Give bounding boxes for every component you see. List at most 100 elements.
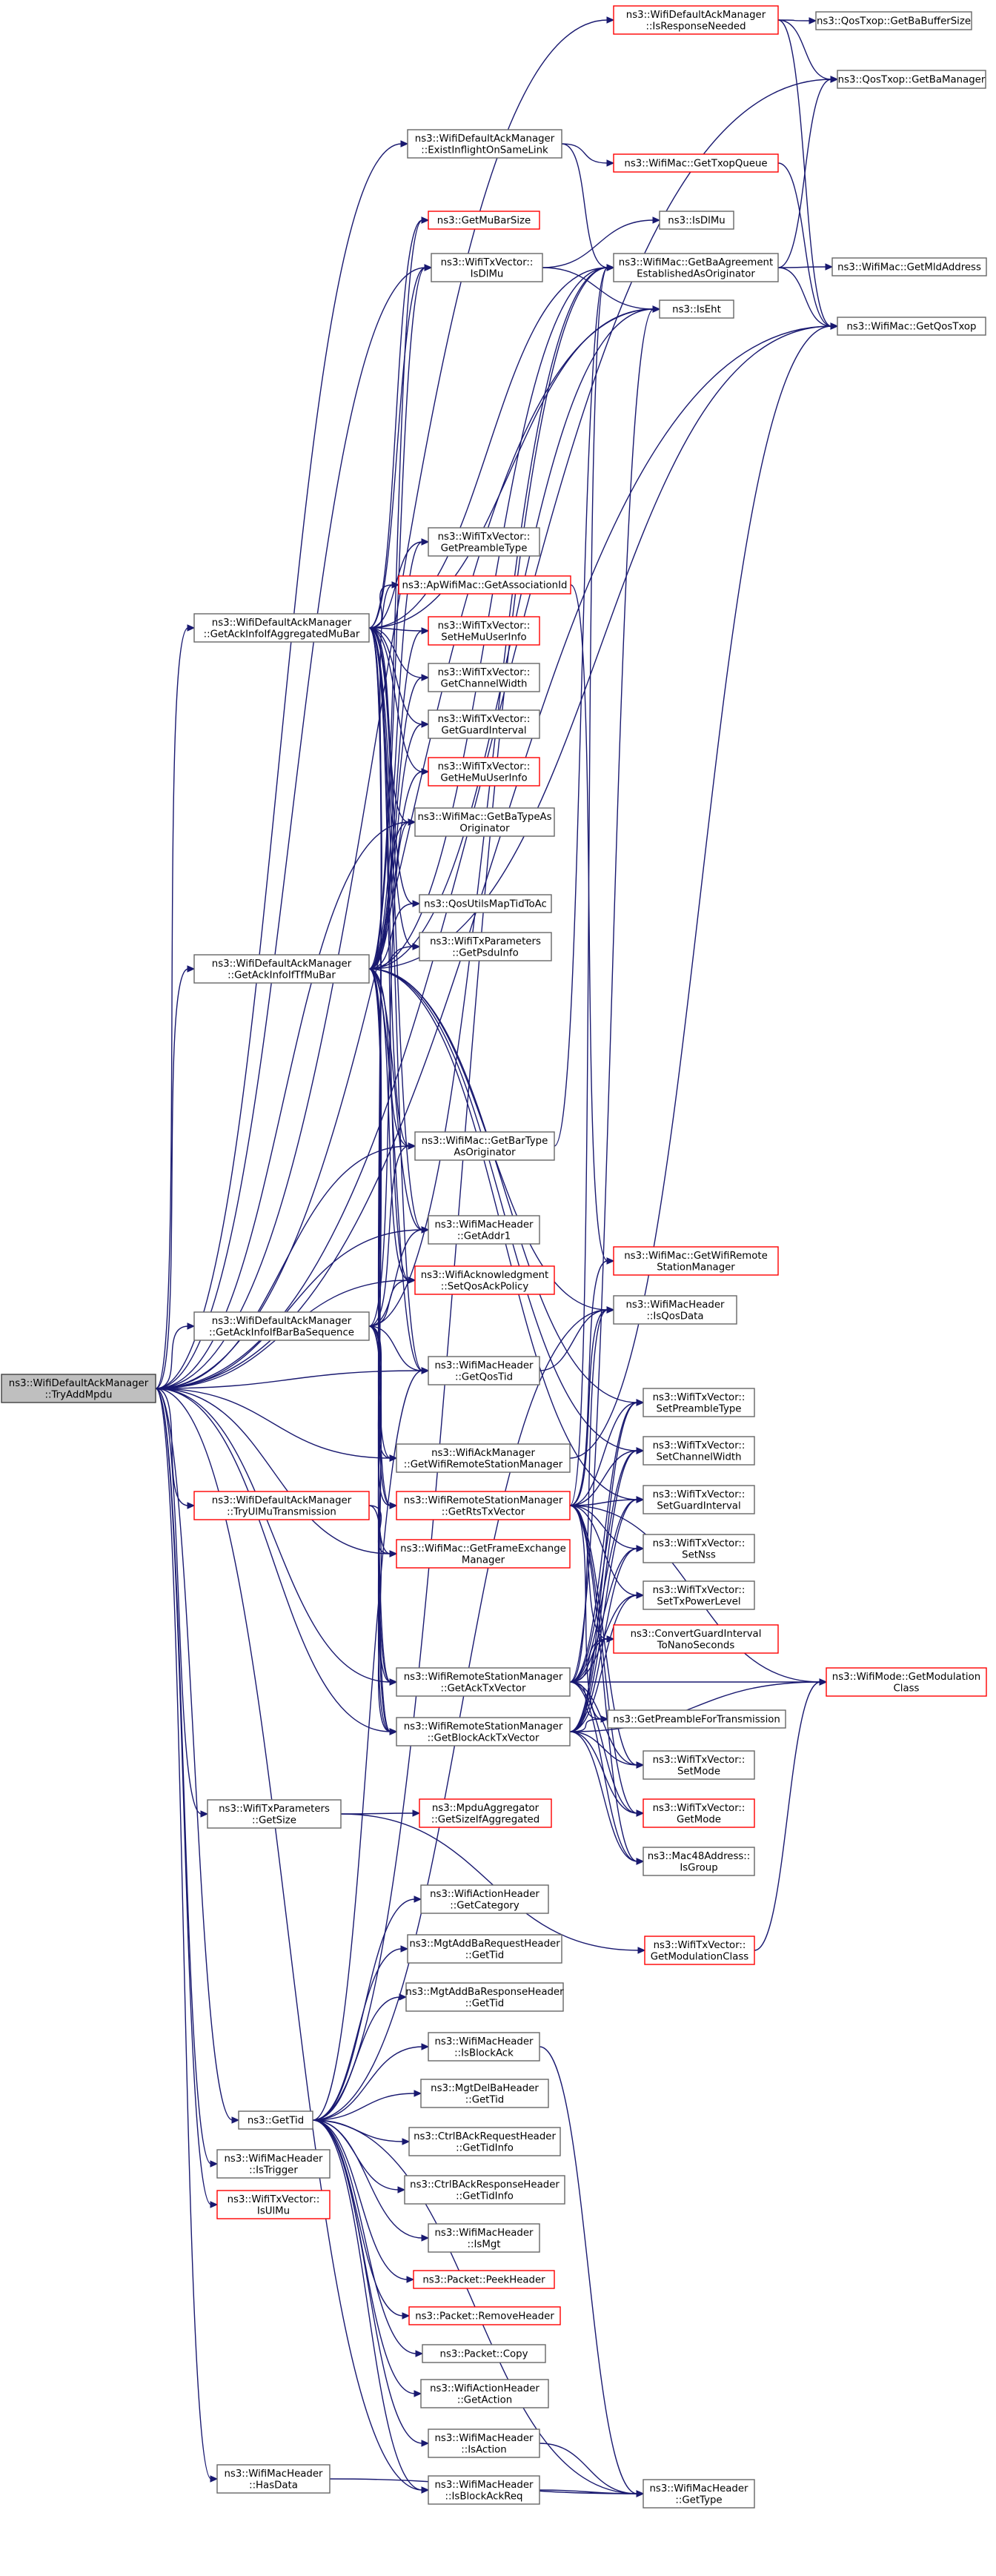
function-node-getMuBarSize[interactable]: ns3::GetMuBarSize [428,211,540,230]
function-node-isDlMuNs[interactable]: ns3::IsDlMu [659,211,734,230]
function-node-getGuardInterval[interactable]: ns3::WifiTxVector::GetGuardInterval [428,709,540,739]
function-node-getChannelWidth[interactable]: ns3::WifiTxVector::GetChannelWidth [428,663,540,692]
function-node-getMldAddress[interactable]: ns3::WifiMac::GetMldAddress [831,257,987,277]
function-node-getModulationClass[interactable]: ns3::WifiMode::GetModulationClass [826,1667,987,1697]
function-node-ackMgrGetWrsm[interactable]: ns3::WifiAckManager::GetWifiRemoteStatio… [396,1443,571,1473]
function-node-getRtsTxVector[interactable]: ns3::WifiRemoteStationManager::GetRtsTxV… [396,1491,571,1520]
call-edge [312,2043,430,2121]
function-node-removeHeader[interactable]: ns3::Packet::RemoveHeader [408,2306,561,2325]
function-node-label: ::GetRtsTxVector [442,1506,525,1517]
function-node-isEht[interactable]: ns3::IsEht [659,299,734,319]
function-node-getAction[interactable]: ns3::WifiActionHeader::GetAction [420,2379,549,2408]
call-edge [312,1306,615,2121]
function-node-label: ::GetAckInfoIfAggregatedMuBar [204,629,360,640]
call-edge [368,1505,398,1735]
function-node-label: ns3::CtrlBAckRequestHeader [414,2131,556,2142]
call-edge [312,2119,430,2242]
function-node-isGroup[interactable]: ns3::Mac48Address::IsGroup [643,1847,755,1876]
function-node-existInflight[interactable]: ns3::WifiDefaultAckManager::ExistInfligh… [407,129,562,159]
function-node-label: Originator [459,823,510,834]
function-node-ackInfoTfMuBar[interactable]: ns3::WifiDefaultAckManager::GetAckInfoIf… [193,954,370,984]
function-node-txParamsGetSize[interactable]: ns3::WifiTxParameters::GetSize [207,1799,342,1829]
function-node-setGuardInterval[interactable]: ns3::WifiTxVector::SetGuardInterval [643,1485,755,1514]
function-node-qosUtilsMap[interactable]: ns3::QosUtilsMapTidToAc [419,894,552,913]
function-node-setMode[interactable]: ns3::WifiTxVector::SetMode [643,1750,755,1780]
function-node-qosGetBaManager[interactable]: ns3::QosTxop::GetBaManager [837,70,986,89]
function-node-getPreambleForTx[interactable]: ns3::GetPreambleForTransmission [607,1709,786,1729]
function-node-getType[interactable]: ns3::WifiMacHeader::GetType [643,2479,755,2509]
call-edge [777,263,834,271]
call-edge [312,1945,409,2121]
function-node-label: ns3::WifiTxVector:: [438,761,531,772]
function-node-getMode[interactable]: ns3::WifiTxVector::GetMode [643,1798,755,1828]
function-node-ctrlBarGetTidInfo[interactable]: ns3::CtrlBAckRequestHeader::GetTidInfo [408,2127,561,2156]
function-node-isQosData[interactable]: ns3::WifiMacHeader::IsQosData [613,1295,737,1325]
function-node-label: ns3::QosTxop::GetBaBufferSize [817,16,971,27]
function-node-addBaRespGetTid[interactable]: ns3::MgtAddBaResponseHeader::GetTid [405,1982,564,2012]
function-node-setHeMuUserInfo[interactable]: ns3::WifiTxVector::SetHeMuUserInfo [428,616,540,646]
function-node-ackInfoBarBa[interactable]: ns3::WifiDefaultAckManager::GetAckInfoIf… [193,1311,370,1341]
function-node-packetCopy[interactable]: ns3::Packet::Copy [422,2344,546,2363]
function-node-getQosTxop[interactable]: ns3::WifiMac::GetQosTxop [837,317,986,336]
function-node-label: SetGuardInterval [657,1500,740,1512]
function-node-getHeMuUserInfo[interactable]: ns3::WifiTxVector::GetHeMuUserInfo [428,757,540,787]
function-node-getPreambleType[interactable]: ns3::WifiTxVector::GetPreambleType [428,527,540,557]
function-node-ctrlBaRespGetTidInfo[interactable]: ns3::CtrlBAckResponseHeader::GetTidInfo [404,2175,565,2205]
function-node-isAction[interactable]: ns3::WifiMacHeader::IsAction [428,2428,540,2458]
function-node-addBaReqGetTid[interactable]: ns3::MgtAddBaRequestHeader::GetTid [407,1934,562,1964]
function-node-isMgt[interactable]: ns3::WifiMacHeader::IsMgt [428,2223,540,2253]
function-node-setPreambleType[interactable]: ns3::WifiTxVector::SetPreambleType [643,1388,755,1417]
function-node-label: ns3::WifiMacHeader [625,1299,725,1311]
function-node-hasData[interactable]: ns3::WifiMacHeader::HasData [216,2464,331,2494]
function-node-label: StationManager [657,1262,735,1273]
function-node-txvIsDlMu[interactable]: ns3::WifiTxVector::IsDlMu [431,253,543,282]
function-node-getAckTxVector[interactable]: ns3::WifiRemoteStationManager::GetAckTxV… [396,1667,571,1697]
function-node-getAddr1[interactable]: ns3::WifiMacHeader::GetAddr1 [428,1215,540,1245]
function-node-setNss[interactable]: ns3::WifiTxVector::SetNss [643,1534,755,1563]
function-node-getSizeIfAgg[interactable]: ns3::MpduAggregator::GetSizeIfAggregated [419,1798,552,1828]
function-node-delBaGetTid[interactable]: ns3::MgtDelBaHeader::GetTid [420,2079,549,2108]
function-node-getWifiRemoteSM[interactable]: ns3::WifiMac::GetWifiRemoteStationManage… [613,1246,779,1276]
call-edge [155,1388,398,1557]
function-node-peekHeader[interactable]: ns3::Packet::PeekHeader [413,2270,555,2289]
function-node-getCategory[interactable]: ns3::WifiActionHeader::GetCategory [420,1884,549,1914]
function-node-label: ns3::WifiDefaultAckManager [9,1378,149,1389]
call-edge [155,965,196,1389]
function-node-txvGetModClass[interactable]: ns3::WifiTxVector::GetModulationClass [644,1936,755,1965]
function-node-getPsduInfo[interactable]: ns3::WifiTxParameters::GetPsduInfo [419,932,552,961]
function-node-tryUlMu[interactable]: ns3::WifiDefaultAckManager::TryUlMuTrans… [193,1491,370,1520]
function-node-label: ns3::WifiRemoteStationManager [404,1672,563,1683]
function-node-isBlockAck[interactable]: ns3::WifiMacHeader::IsBlockAck [428,2032,540,2062]
function-node-getTxopQueue[interactable]: ns3::WifiMac::GetTxopQueue [613,153,779,173]
function-node-qosGetBaBufferSize[interactable]: ns3::QosTxop::GetBaBufferSize [815,11,972,30]
function-node-label: ::GetPsduInfo [452,947,518,958]
function-node-getBaAgreement[interactable]: ns3::WifiMac::GetBaAgreementEstablishedA… [613,253,779,282]
function-node-setChannelWidth[interactable]: ns3::WifiTxVector::SetChannelWidth [643,1436,755,1466]
function-node-root[interactable]: ns3::WifiDefaultAckManager::TryAddMpdu [1,1374,156,1403]
function-node-label: ::GetBlockAckTxVector [428,1732,540,1744]
function-node-label: ::GetAckInfoIfTfMuBar [228,970,336,981]
function-node-label: ns3::WifiMode::GetModulation [832,1672,980,1683]
call-edge [368,818,416,1327]
function-node-label: ::GetTid [465,1998,505,2009]
function-node-getTid[interactable]: ns3::GetTid [238,2110,313,2130]
function-node-isTrigger[interactable]: ns3::WifiMacHeader::IsTrigger [216,2149,331,2179]
function-node-label: ns3::WifiMacHeader [434,2228,534,2239]
function-node-getQosTid[interactable]: ns3::WifiMacHeader::GetQosTid [428,1356,540,1385]
function-node-ackInfoAggMuBar[interactable]: ns3::WifiDefaultAckManager::GetAckInfoIf… [193,613,370,643]
function-node-isResponseNeeded[interactable]: ns3::WifiDefaultAckManager::IsResponseNe… [613,5,779,35]
function-node-isBlockAckReq[interactable]: ns3::WifiMacHeader::IsBlockAckReq [428,2475,540,2505]
function-node-setTxPowerLevel[interactable]: ns3::WifiTxVector::SetTxPowerLevel [643,1580,755,1610]
function-node-getAssociationId[interactable]: ns3::ApWifiMac::GetAssociationId [398,575,571,595]
function-node-label: ns3::WifiTxParameters [219,1804,330,1815]
function-node-getBlockAckTxVector[interactable]: ns3::WifiRemoteStationManager::GetBlockA… [396,1717,571,1746]
call-edge [539,2489,645,2497]
function-node-setQosAckPolicy[interactable]: ns3::WifiAcknowledgment::SetQosAckPolicy [414,1265,555,1295]
function-node-label: GetMode [677,1814,721,1825]
function-node-label: GetGuardInterval [441,725,526,736]
function-node-txvIsUlMu[interactable]: ns3::WifiTxVector::IsUlMu [216,2190,331,2219]
